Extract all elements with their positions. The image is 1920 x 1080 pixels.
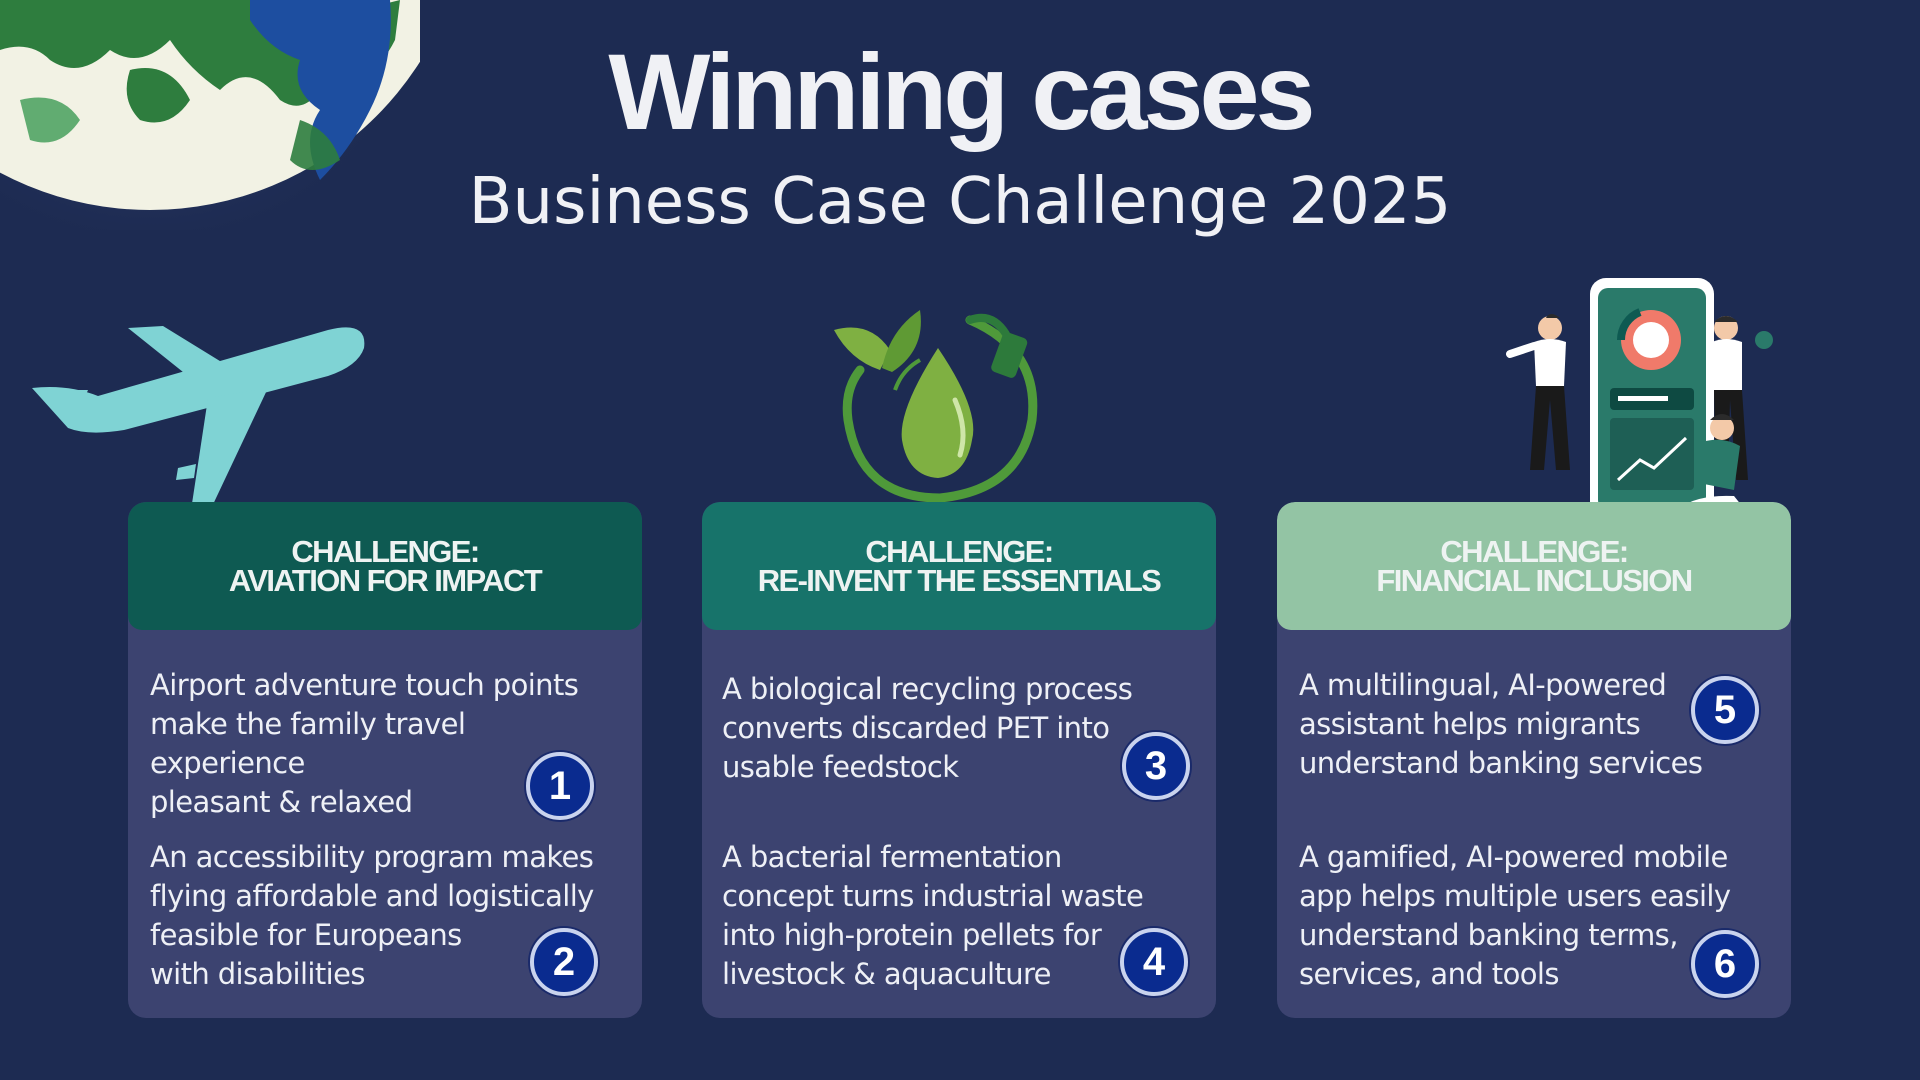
case-number-badge: 5: [1691, 676, 1759, 744]
biofuel-drop-icon: [834, 310, 1038, 503]
case-text-line: usable feedstock: [722, 750, 959, 784]
case-text-line: understand banking services: [1299, 746, 1703, 780]
header-challenge-name: RE-INVENT THE ESSENTIALS: [757, 563, 1162, 598]
card-header: CHALLENGE: RE-INVENT THE ESSENTIALS: [702, 502, 1216, 630]
case-description-4: A bacterial fermentation concept turns i…: [722, 838, 1192, 994]
case-text-line: pleasant & relaxed: [150, 785, 413, 819]
case-text-line: with disabilities: [150, 957, 365, 991]
header-label: CHALLENGE:: [1440, 534, 1629, 569]
case-text-line: Airport adventure touch points: [150, 668, 579, 702]
case-description-3: A biological recycling process converts …: [722, 670, 1192, 787]
case-text-line: A multilingual, AI-powered: [1299, 668, 1667, 702]
challenge-card-essentials: CHALLENGE: RE-INVENT THE ESSENTIALS A bi…: [702, 502, 1216, 1018]
case-number-badge: 6: [1691, 930, 1759, 998]
case-number-badge: 4: [1120, 928, 1188, 996]
page-subtitle: Business Case Challenge 2025: [468, 165, 1452, 239]
globe-illustration: [0, 0, 420, 230]
case-number-badge: 1: [526, 752, 594, 820]
case-text-line: converts discarded PET into: [722, 711, 1110, 745]
case-description-2: An accessibility program makes flying af…: [150, 838, 620, 994]
card-header: CHALLENGE: AVIATION FOR IMPACT: [128, 502, 642, 630]
case-description-6: A gamified, AI-powered mobile app helps …: [1299, 838, 1769, 994]
header-label: CHALLENGE:: [865, 534, 1054, 569]
case-text-line: A gamified, AI-powered mobile: [1299, 840, 1728, 874]
case-description-5: A multilingual, AI-powered assistant hel…: [1299, 666, 1769, 783]
case-text-line: livestock & aquaculture: [722, 957, 1052, 991]
page-title: Winning cases: [608, 31, 1315, 152]
case-text-line: A biological recycling process: [722, 672, 1133, 706]
case-text-line: make the family travel experience: [150, 707, 466, 780]
case-text-line: concept turns industrial waste: [722, 879, 1144, 913]
case-text-line: services, and tools: [1299, 957, 1559, 991]
challenge-card-financial: CHALLENGE: FINANCIAL INCLUSION A multili…: [1277, 502, 1791, 1018]
card-header: CHALLENGE: FINANCIAL INCLUSION: [1277, 502, 1791, 630]
case-text-line: feasible for Europeans: [150, 918, 462, 952]
case-text-line: app helps multiple users easily: [1299, 879, 1731, 913]
case-description-1: Airport adventure touch points make the …: [150, 666, 620, 822]
mobile-banking-illustration: [1506, 278, 1773, 518]
case-number-badge: 2: [530, 928, 598, 996]
case-text-line: into high-protein pellets for: [722, 918, 1102, 952]
airplane-icon: [32, 326, 365, 532]
case-text-line: flying affordable and logistically: [150, 879, 594, 913]
case-text-line: An accessibility program makes: [150, 840, 594, 874]
challenge-card-aviation: CHALLENGE: AVIATION FOR IMPACT Airport a…: [128, 502, 642, 1018]
header-challenge-name: FINANCIAL INCLUSION: [1376, 563, 1693, 598]
header-challenge-name: AVIATION FOR IMPACT: [228, 563, 543, 598]
header-label: CHALLENGE:: [291, 534, 480, 569]
case-text-line: assistant helps migrants: [1299, 707, 1641, 741]
case-number-badge: 3: [1122, 732, 1190, 800]
case-text-line: understand banking terms,: [1299, 918, 1678, 952]
case-text-line: A bacterial fermentation: [722, 840, 1062, 874]
